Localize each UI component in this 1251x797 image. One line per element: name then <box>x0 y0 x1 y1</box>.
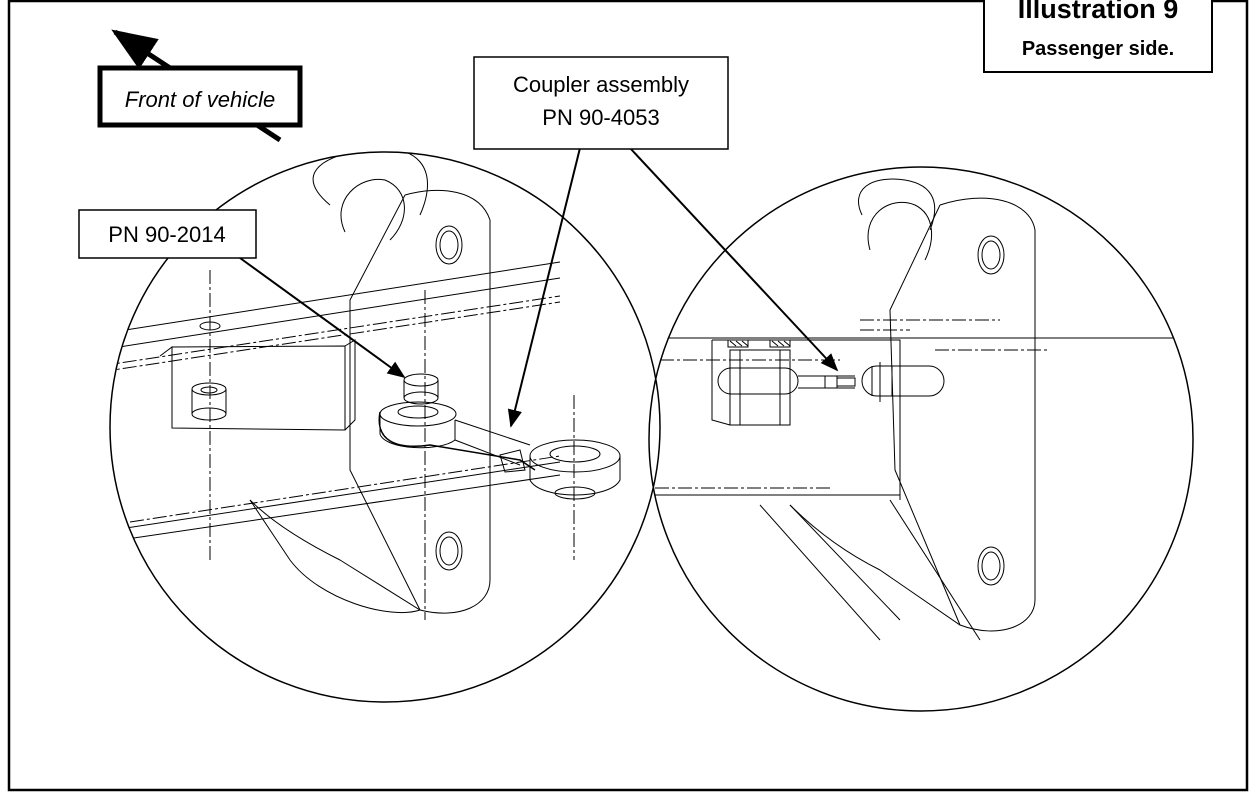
right-detail-circle <box>648 166 1194 712</box>
left-detail-view <box>109 151 661 703</box>
coupler-label-line1: Coupler assembly <box>513 72 689 97</box>
coupler-leader-left <box>507 147 581 428</box>
coupler-assembly-left <box>378 401 621 500</box>
illustration-title: Illustration 9 <box>1018 0 1179 24</box>
bushing-leader <box>239 257 406 379</box>
illustration-subtitle: Passenger side. <box>1022 38 1174 60</box>
page-border <box>7 0 1249 792</box>
coupler-label-line2: PN 90-4053 <box>542 105 659 130</box>
hatched-washer-left <box>727 339 749 348</box>
right-detail-view <box>648 166 1194 712</box>
coupler-leader-right <box>629 147 839 372</box>
front-of-vehicle-label: Front of vehicle <box>97 65 303 128</box>
bushing-label: PN 90-2014 <box>78 209 257 259</box>
coupler-assembly-label: Coupler assembly PN 90-4053 <box>473 56 729 150</box>
illustration-title-box: Illustration 9 Passenger side. <box>983 0 1213 73</box>
coupler-assembly-right <box>717 362 945 402</box>
bushing-part <box>403 373 439 387</box>
bushing-label-text: PN 90-2014 <box>108 222 225 247</box>
front-of-vehicle-text: Front of vehicle <box>125 87 275 112</box>
left-detail-circle <box>109 151 661 703</box>
hatched-washer-right <box>769 339 791 348</box>
